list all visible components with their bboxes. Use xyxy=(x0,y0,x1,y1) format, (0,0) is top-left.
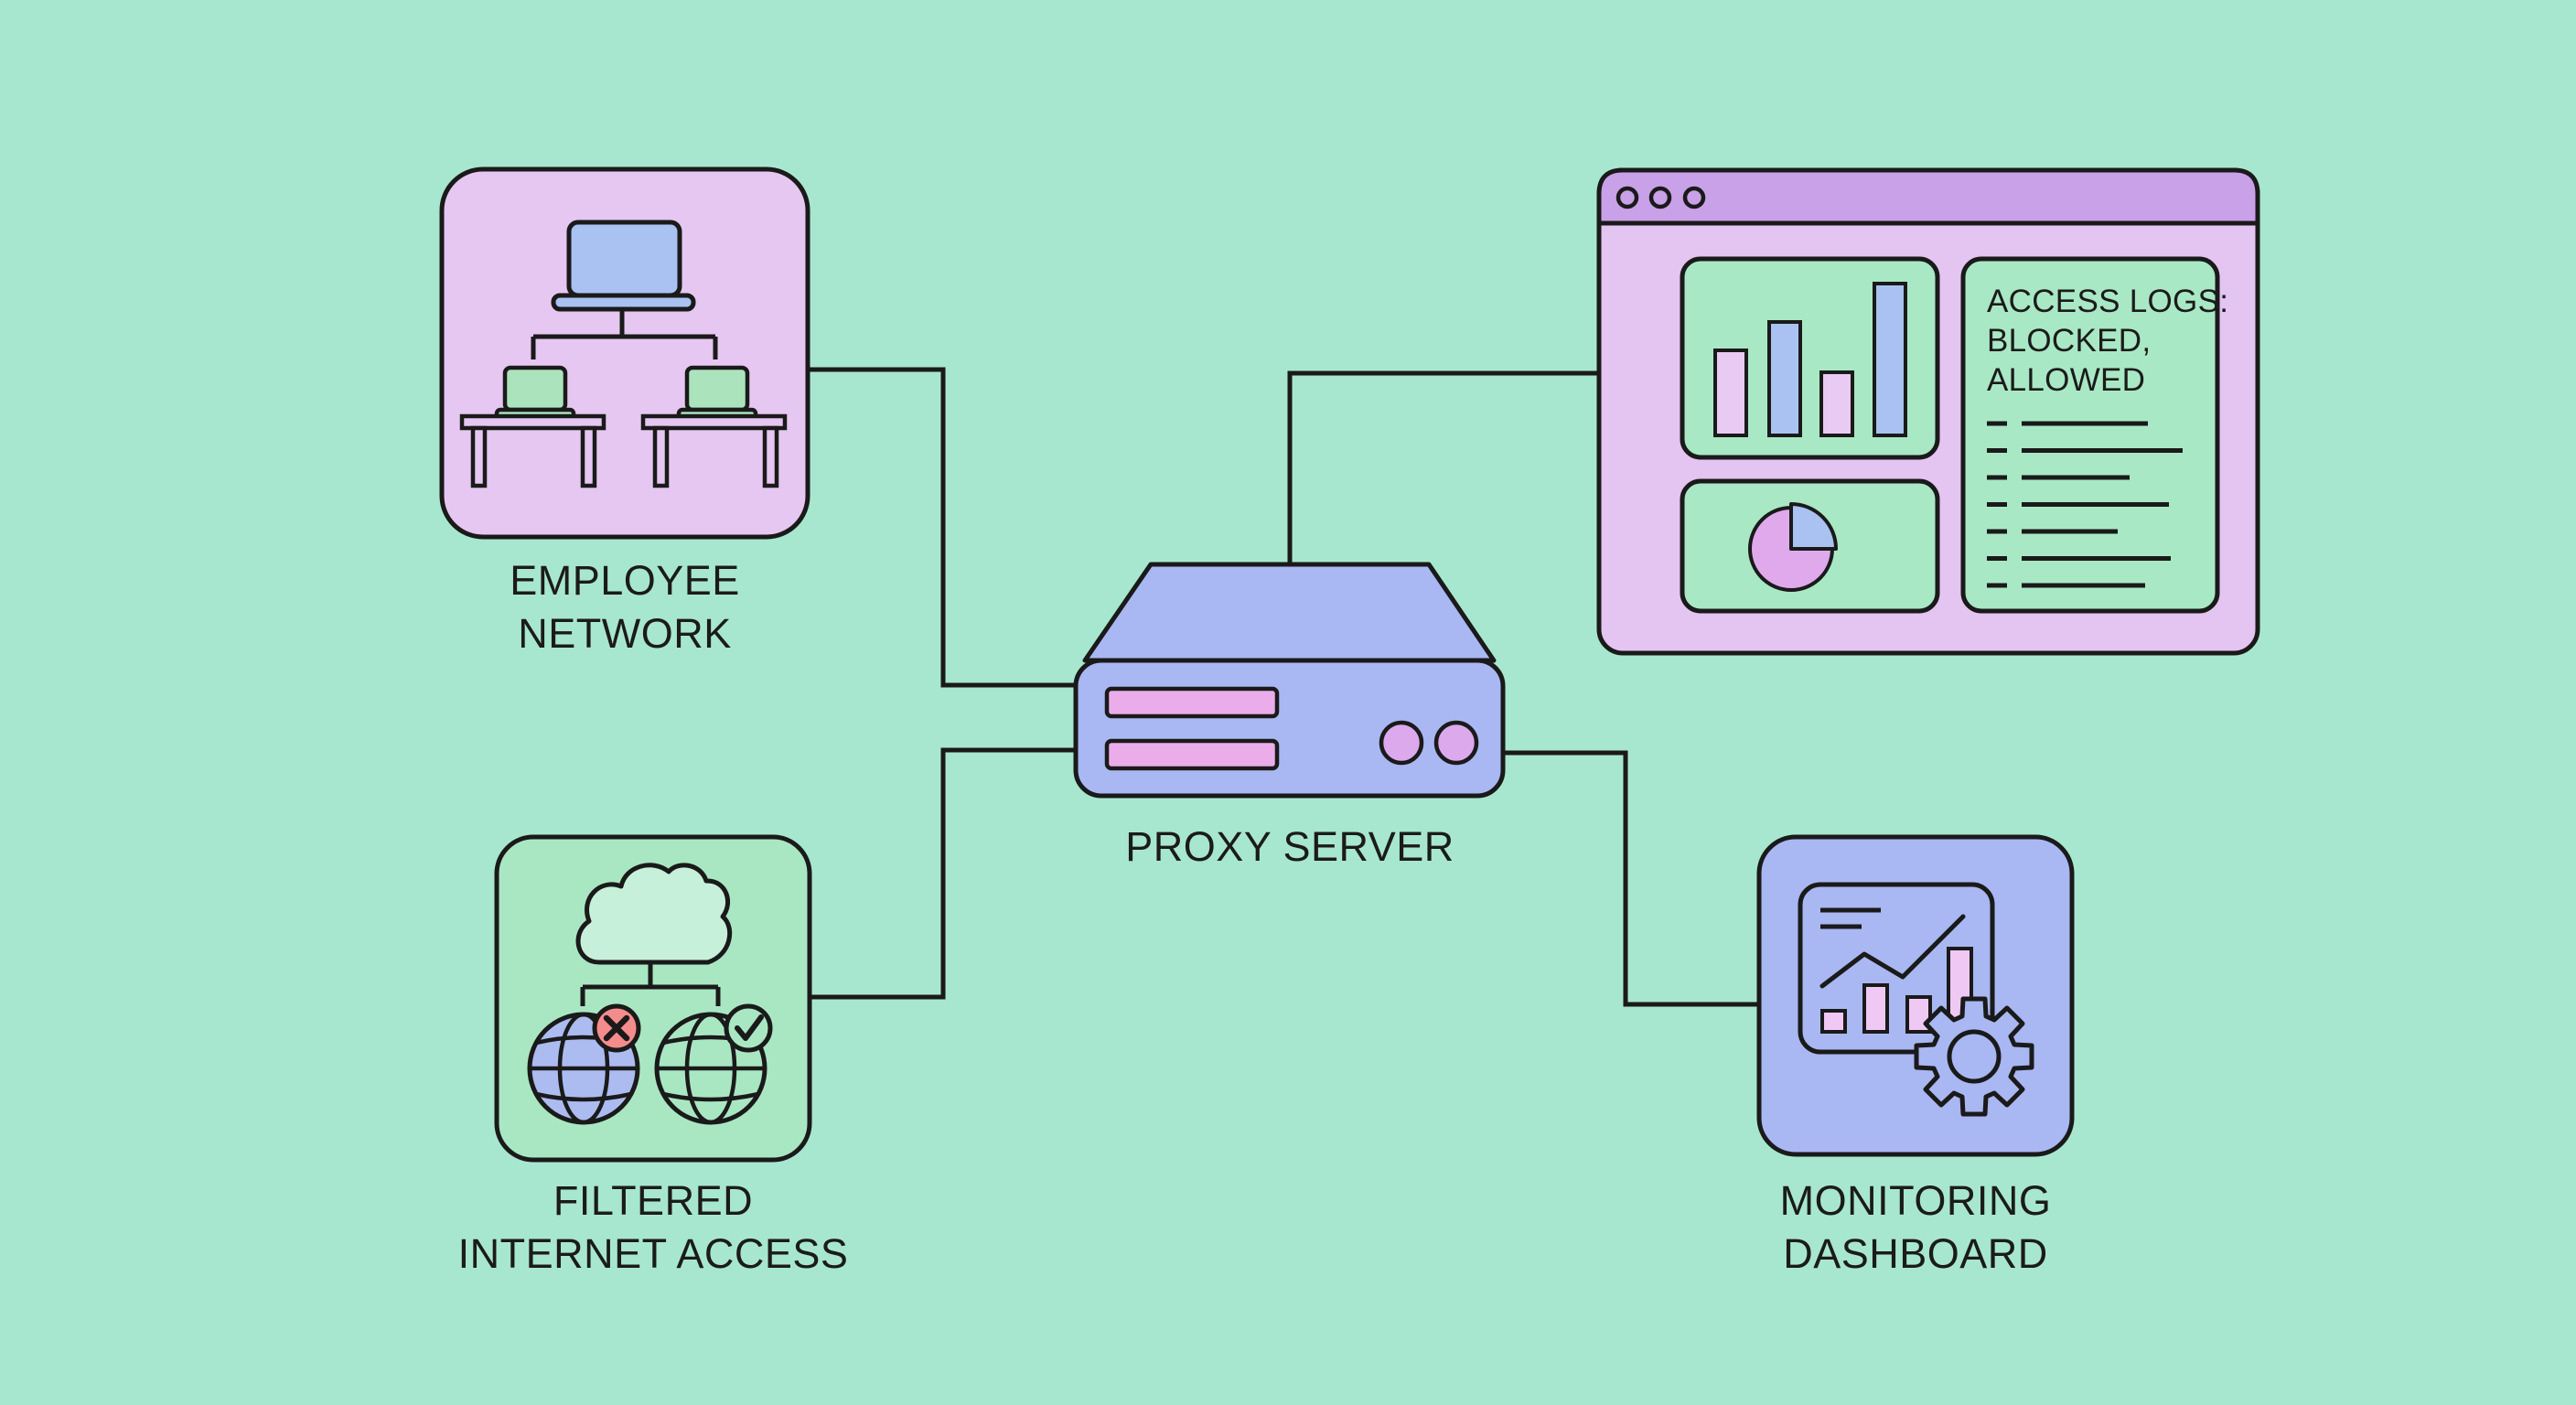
log-panel xyxy=(1960,256,2220,614)
gear-hub-icon xyxy=(1947,1029,2002,1084)
workstations-icon xyxy=(459,220,788,488)
connector-filtered-to-proxy xyxy=(810,747,1079,1000)
network-branch-lines xyxy=(531,309,718,359)
cloud-branch-lines xyxy=(580,962,721,1006)
desk-leg-icon xyxy=(470,425,488,488)
server-top-icon xyxy=(1082,562,1497,663)
employee-network-label: EMPLOYEE NETWORK xyxy=(510,557,740,657)
server-slot-icon xyxy=(1104,738,1280,771)
monitoring-dashboard-label: MONITORING DASHBOARD xyxy=(1779,1177,2052,1277)
chart-bar xyxy=(1820,1009,1847,1034)
chart-bar xyxy=(1873,282,1907,437)
desk-laptop-screen-icon xyxy=(684,365,750,413)
filtered-internet-access-node xyxy=(494,834,812,1163)
laptop-screen-icon xyxy=(566,220,682,298)
trend-line-icon xyxy=(1819,914,1966,989)
chart-bar xyxy=(1819,370,1854,437)
allowed-check-badge-icon xyxy=(724,1003,773,1053)
dashboard-panel-icon xyxy=(1798,882,1995,1055)
proxy-server-label: PROXY SERVER xyxy=(1125,823,1454,870)
desk-leg-icon xyxy=(652,425,670,488)
connector-employee-to-proxy xyxy=(808,367,1079,688)
dashboard-text-lines xyxy=(1820,907,1881,929)
laptop-base-icon xyxy=(551,293,696,312)
server-led-icon xyxy=(1433,720,1479,766)
chart-bar xyxy=(1767,320,1802,437)
desk-top-icon xyxy=(640,413,788,431)
employee-network-box xyxy=(439,166,810,540)
window-dot-icon xyxy=(1682,186,1706,209)
pie-slice xyxy=(1789,502,1838,551)
server-led-icon xyxy=(1379,720,1424,766)
access-log-window xyxy=(1596,167,2260,656)
chart-bar xyxy=(1862,983,1889,1034)
desk-leg-icon xyxy=(580,425,597,488)
server-body-icon xyxy=(1073,658,1506,799)
chart-gear-icon xyxy=(1798,882,2034,1117)
pie-wedge-icon xyxy=(1789,502,1838,551)
blocked-x-badge-icon xyxy=(592,1003,641,1053)
cloud-icon xyxy=(575,863,733,965)
chart-bar xyxy=(1713,349,1748,437)
connector-proxy-to-monitoring xyxy=(1500,750,1762,1007)
desk-leg-icon xyxy=(762,425,779,488)
bar-chart-icon xyxy=(1713,282,1907,437)
window-dot-icon xyxy=(1615,186,1639,209)
window-dot-icon xyxy=(1648,186,1672,209)
desk-laptop-screen-icon xyxy=(502,365,568,413)
connector-proxy-to-window xyxy=(1287,370,1602,563)
proxy-server-node xyxy=(1073,562,1506,799)
monitoring-dashboard-node xyxy=(1756,834,2075,1157)
access-logs-title: ACCESS LOGS: BLOCKED, ALLOWED xyxy=(1987,284,2229,398)
log-lines xyxy=(1987,421,2183,588)
browser-titlebar xyxy=(1596,167,2260,226)
filtered-internet-label: FILTERED INTERNET ACCESS xyxy=(457,1177,849,1277)
server-slot-icon xyxy=(1104,686,1280,719)
desk-top-icon xyxy=(459,413,606,431)
employee-network-node xyxy=(439,166,810,540)
